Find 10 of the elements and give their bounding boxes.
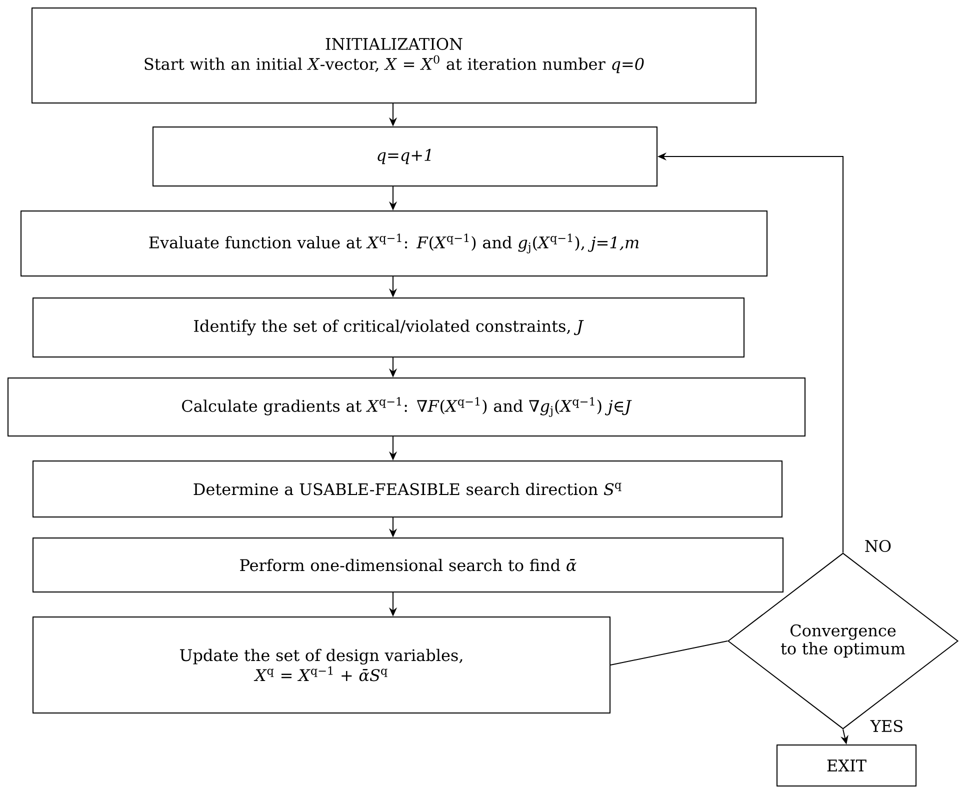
process-box: Evaluate function value at X$^{q−1}$: F(X$^{q−1}$) and g$_{j}$(X$^{q−1}$), j=1,m: [20, 210, 768, 276]
edge-label: NO: [862, 538, 894, 554]
process-box: Determine a USABLE-FEASIBLE search direction S$^{q}$: [32, 460, 782, 518]
process-box: EXIT: [776, 744, 916, 786]
process-box: Calculate gradients at X$^{q−1}$: ∇F(X$^{q−1}$) and ∇g$_{j}$(X$^{q−1}$) j∈J: [8, 378, 806, 436]
process-box: INITIALIZATION Start with an initial X-vector, X = X$^{0}$ at iteration number q=0: [32, 8, 756, 104]
process-box: Perform one-dimensional search to find ᾱ: [32, 538, 784, 592]
process-box: q=q+1: [152, 126, 658, 186]
process-box: Identify the set of critical/violated constraints, J: [32, 298, 744, 358]
process-box: Update the set of design variables, X$^{q}$ = X$^{q−1}$ + ᾱS$^{q}$: [32, 616, 610, 714]
